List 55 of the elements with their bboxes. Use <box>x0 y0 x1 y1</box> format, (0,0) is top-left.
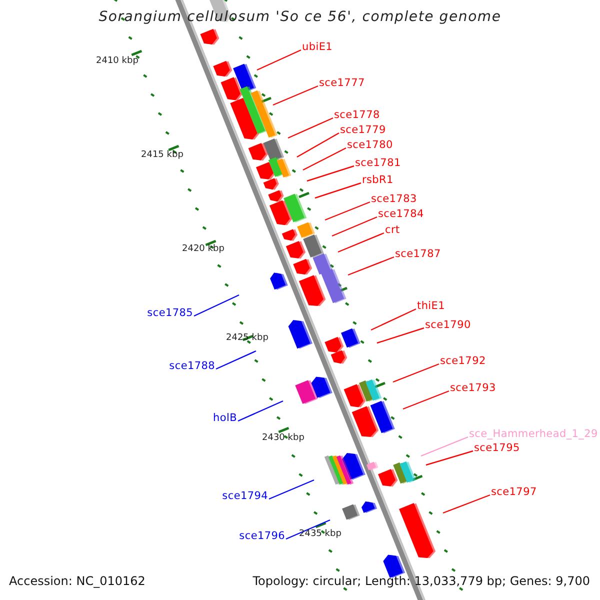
leader-line <box>238 400 284 422</box>
leader-line <box>402 390 450 410</box>
coordinate-label: 2430 kbp <box>262 433 304 443</box>
gene-label: sce1793 <box>450 382 496 394</box>
gene-label: sce1790 <box>425 319 471 331</box>
gene-label: thiE1 <box>417 300 446 312</box>
leader-line <box>420 436 468 457</box>
coordinate-label: 2410 kbp <box>96 56 138 66</box>
leader-line <box>286 519 330 540</box>
gene-label: sce1779 <box>340 124 386 136</box>
gene-label: sce1781 <box>355 157 401 169</box>
gene-label: sce_Hammerhead_1_29 <box>469 428 598 440</box>
coordinate-label: 2425 kbp <box>226 333 268 343</box>
diagram-title: Sorangium cellulosum 'So ce 56', complete genome <box>98 9 502 25</box>
leader-line <box>324 201 370 221</box>
gene-label: crt <box>385 224 400 236</box>
gene-label: rsbR1 <box>362 174 394 186</box>
leader-line <box>272 85 318 106</box>
leader-line <box>338 232 384 253</box>
leader-line <box>268 479 314 500</box>
leader-line <box>194 294 240 317</box>
genome-summary-text: Topology: circular; Length: 13,033,779 bp; Genes: 9,700 <box>252 574 590 588</box>
leader-line <box>256 49 302 71</box>
gene-label: sce1788 <box>169 360 215 372</box>
leader-line <box>442 494 490 514</box>
leader-line <box>392 363 440 383</box>
leader-line <box>332 216 378 237</box>
gene-label: sce1796 <box>239 530 285 542</box>
gene-label: sce1797 <box>491 486 537 498</box>
accession-text: Accession: NC_010162 <box>9 574 146 588</box>
gene-label: sce1777 <box>319 77 365 89</box>
leader-line <box>426 450 474 466</box>
leader-line <box>296 132 340 158</box>
gene-label: sce1784 <box>378 208 424 220</box>
leader-line <box>302 147 346 171</box>
leader-line <box>314 182 362 199</box>
gene-label: sce1787 <box>395 248 441 260</box>
coordinate-label: 2415 kbp <box>141 150 184 160</box>
leader-line <box>370 308 416 331</box>
gene-label: ubiE1 <box>302 41 333 53</box>
leader-line <box>376 327 424 344</box>
gene-label: sce1785 <box>147 307 193 319</box>
leader-line <box>216 350 256 370</box>
gene-label: holB <box>213 412 237 424</box>
coordinate-label: 2420 kbp <box>182 244 224 254</box>
gene-label: sce1783 <box>371 193 417 205</box>
gene-label: sce1795 <box>474 442 520 454</box>
coordinate-label: 2435 kbp <box>299 529 342 539</box>
gene-label: sce1794 <box>222 490 268 502</box>
gene-label: sce1778 <box>334 109 380 121</box>
gene-label: sce1780 <box>347 139 393 151</box>
leader-line <box>348 256 394 276</box>
leader-line <box>306 165 354 182</box>
leader-line <box>288 117 334 139</box>
gene-label: sce1792 <box>440 355 486 367</box>
